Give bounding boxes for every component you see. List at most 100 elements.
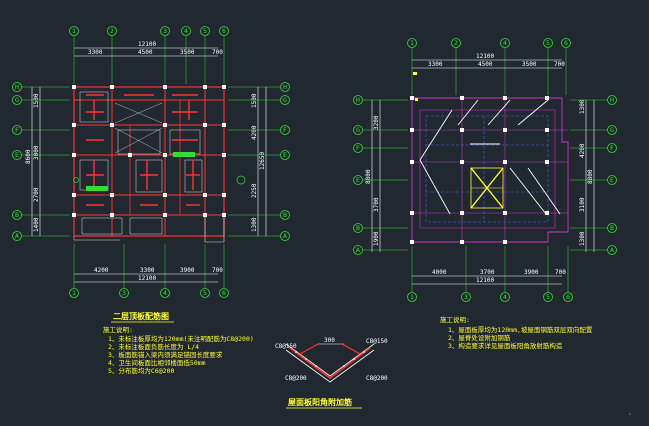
- axis-label: 2: [110, 27, 114, 35]
- axis-label: 6: [222, 289, 226, 297]
- plan1-note: 4、卫生间板面比相邻楼面低50mm: [108, 358, 206, 367]
- axis-bubble: [353, 125, 363, 135]
- plan2-note: 3、构造要求详见屋面板阳角放射筋构造: [448, 341, 563, 350]
- plan2-top-dim: 700: [554, 61, 565, 68]
- detail-label: C8@200: [285, 375, 307, 382]
- axis-bubble: [12, 150, 22, 160]
- axis-label: E: [283, 151, 287, 159]
- axis-bubble: [280, 125, 290, 135]
- plan1-top-dim: 3300: [88, 49, 103, 56]
- plan1-left-dim: 1400: [33, 217, 40, 232]
- axis-label: 2: [454, 39, 458, 47]
- detail-label: C8@150: [275, 343, 297, 350]
- axis-bubble: [543, 38, 553, 48]
- plan1-bottom-dim: 4200: [94, 267, 109, 274]
- axis-label: A: [283, 232, 287, 240]
- axis-label: 4: [184, 27, 188, 35]
- axis-bubble: [461, 292, 471, 302]
- plan2-left-dim: 3200: [373, 115, 380, 130]
- axis-bubble: [607, 143, 617, 153]
- axis-bubble: [607, 223, 617, 233]
- axis-bubble: [353, 95, 363, 105]
- axis-label: 5: [203, 289, 207, 297]
- axis-bubble: [160, 288, 170, 298]
- axis-bubble: [200, 26, 210, 36]
- plan2-right-dim: 1300: [579, 99, 586, 114]
- axis-bubble: [69, 288, 79, 298]
- axis-label: G: [610, 126, 614, 134]
- axis-label: A: [610, 246, 614, 254]
- plan1-right-dim: 4200: [251, 125, 258, 140]
- axis-label: A: [15, 232, 19, 240]
- axis-label: 6: [566, 293, 570, 301]
- axis-label: B: [610, 224, 614, 232]
- plan2-bottom-total: 12100: [476, 277, 494, 284]
- axis-bubble: [500, 292, 510, 302]
- axis-label: 6: [564, 39, 568, 47]
- plan1-top-total: 12100: [138, 41, 156, 48]
- axis-label: H: [283, 83, 287, 91]
- axis-label: E: [356, 176, 360, 184]
- detail-label: C8@150: [366, 338, 388, 345]
- axis-bubble: [219, 26, 229, 36]
- cursor-dot: [629, 413, 631, 415]
- plan1-notes-title: 施工说明:: [103, 325, 133, 334]
- axis-bubble: [280, 95, 290, 105]
- axis-label: H: [356, 96, 360, 104]
- axis-bubble: [219, 288, 229, 298]
- axis-bubble: [353, 143, 363, 153]
- axis-bubble: [607, 175, 617, 185]
- axis-label: H: [610, 96, 614, 104]
- axis-label: E: [15, 151, 19, 159]
- plan2-note: 1、屋面板厚均为120mm,坡屋面钢筋双层双向配置: [448, 325, 593, 334]
- axis-bubble: [12, 82, 22, 92]
- axis-label: 5: [203, 27, 207, 35]
- axis-bubble: [607, 95, 617, 105]
- axis-bubble: [407, 292, 417, 302]
- plan1-bottom-dim: 700: [212, 267, 223, 274]
- axis-bubble: [607, 245, 617, 255]
- axis-bubble: [561, 38, 571, 48]
- plan1-right-dim: 2250: [251, 183, 258, 198]
- axis-label: 1: [410, 39, 414, 47]
- axis-bubble: [280, 150, 290, 160]
- axis-bubble: [500, 38, 510, 48]
- detail-dim: 300: [324, 337, 335, 344]
- axis-bubble: [280, 231, 290, 241]
- axis-label: E: [610, 176, 614, 184]
- plan1-top-dim: 4500: [138, 49, 153, 56]
- axis-label: 3: [163, 27, 167, 35]
- axis-bubble: [451, 38, 461, 48]
- plan2-note: 2、屋脊处设附加钢筋: [448, 333, 511, 342]
- plan2-bottom-dim: 4000: [432, 269, 447, 276]
- plan1-note: 1、未标注板厚均为120mm(未注明配筋为C8@200): [108, 334, 254, 343]
- plan1-top-dim: 700: [212, 49, 223, 56]
- axis-bubble: [280, 82, 290, 92]
- axis-label: 1: [72, 289, 76, 297]
- plan1-structure: [72, 85, 246, 243]
- axis-label: G: [15, 96, 19, 104]
- plan1-right-total: 12650: [259, 152, 266, 170]
- axis-bubble: [181, 26, 191, 36]
- plan1-note: 3、板面筋锚入梁内须满足锚固长度要求: [108, 350, 223, 359]
- plan2-top-dim: 3500: [522, 61, 537, 68]
- plan2-bottom-dim: 3900: [524, 269, 539, 276]
- axis-bubble: [543, 292, 553, 302]
- axis-label: 5: [546, 293, 550, 301]
- plan2-bottom-dim: 700: [555, 269, 566, 276]
- axis-label: B: [283, 211, 287, 219]
- plan1-left-dim: 2700: [33, 187, 40, 202]
- axis-label: A: [356, 246, 360, 254]
- axis-bubble: [200, 288, 210, 298]
- plan1-note: 2、未标注板面负筋长度为 L/4: [108, 342, 199, 351]
- plan2-notes-title: 施工说明:: [440, 315, 470, 324]
- axis-label: 4: [503, 293, 507, 301]
- plan2-structure: [410, 72, 569, 244]
- axis-bubble: [353, 245, 363, 255]
- roof-corner-detail: 300 C8@150 C8@200 C8@150 C8@200 屋面板阳角附加筋: [275, 337, 388, 409]
- axis-bubble: [107, 26, 117, 36]
